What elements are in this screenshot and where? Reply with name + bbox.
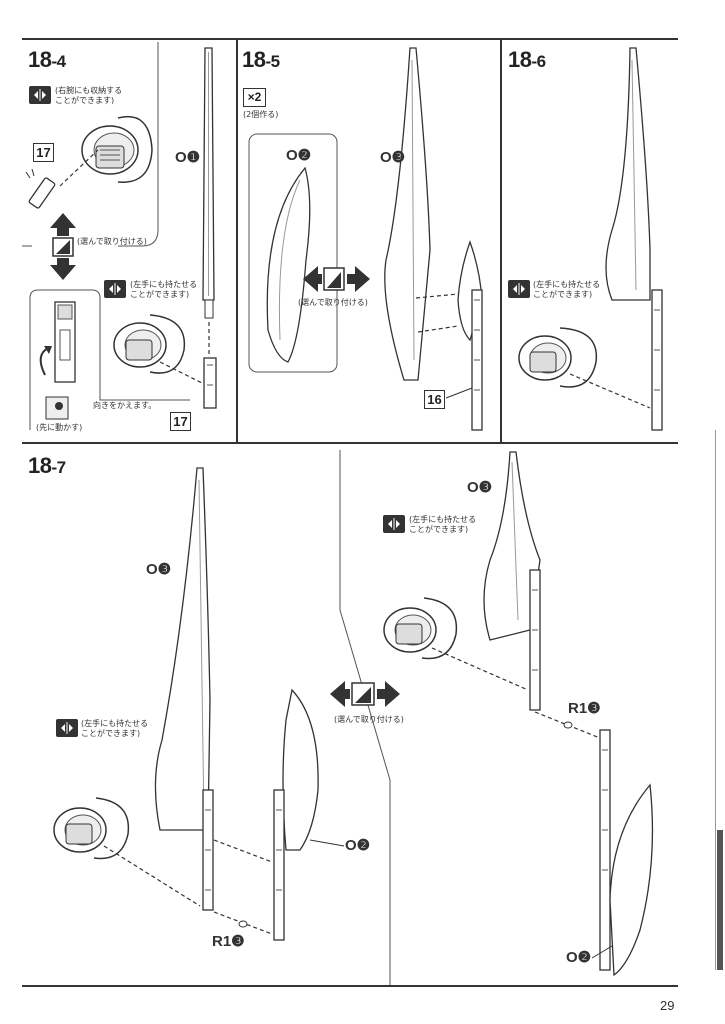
left-hand-swap-icon [104,280,126,298]
page-number: 29 [660,998,675,1013]
bottom-rule [22,985,678,987]
part-box-16: 16 [424,390,445,409]
part-label-r1-18-7-left: R1❸ [212,933,245,950]
note-left-hand-18-6: (左手にも持たせる ことができます) [533,280,601,299]
part-label-o3-18-5: O❸ [380,149,406,166]
part-label-o2-18-7-right: O❷ [566,949,592,966]
left-hand-swap-icon-18-6 [508,280,530,298]
page-edge-line [715,430,716,970]
part-box-17-bottom: 17 [170,412,191,431]
divider-18-6 [500,40,502,442]
page-edge-tab [717,830,723,970]
make-two-icon: ×2 [243,88,266,107]
step-18-5-label: 18-5 [242,47,280,72]
note-make-two: (2個作る) [243,110,279,119]
mid-rule [22,442,678,444]
divider-18-5 [236,40,238,442]
note-choose-18-7: (選んで取り付ける) [334,715,404,724]
note-choose-18-4: (選んで取り付ける) [77,237,147,246]
swap-arm-icon [29,86,51,104]
left-hand-swap-icon-18-7b [383,515,405,533]
part-label-o2-18-7-left: O❷ [345,837,371,854]
part-label-o3-18-7-left: O❸ [146,561,172,578]
note-store-right-arm: (右腕にも収納する ことができます) [55,86,123,105]
part-box-17-top: 17 [33,143,54,162]
note-choose-18-5: (選んで取り付ける) [298,298,368,307]
part-label-o3-18-7-right: O❸ [467,479,493,496]
top-rule [22,38,678,40]
note-left-hand-18-7b: (左手にも持たせる ことができます) [409,515,477,534]
note-left-hand-18-7a: (左手にも持たせる ことができます) [81,719,149,738]
step-18-6-label: 18-6 [508,47,546,72]
left-hand-swap-icon-18-7a [56,719,78,737]
part-label-o2-18-5: O❷ [286,147,312,164]
note-rotate: 向きをかえます。 [93,401,157,410]
part-label-o1: O❶ [175,149,201,166]
note-left-hand-18-4: (左手にも持たせる ことができます) [130,280,198,299]
note-move-first: (先に動かす) [36,423,83,432]
part-label-r1-18-7-right: R1❸ [568,700,601,717]
step-18-7-label: 18-7 [28,453,66,478]
step-18-4-label: 18-4 [28,47,66,72]
